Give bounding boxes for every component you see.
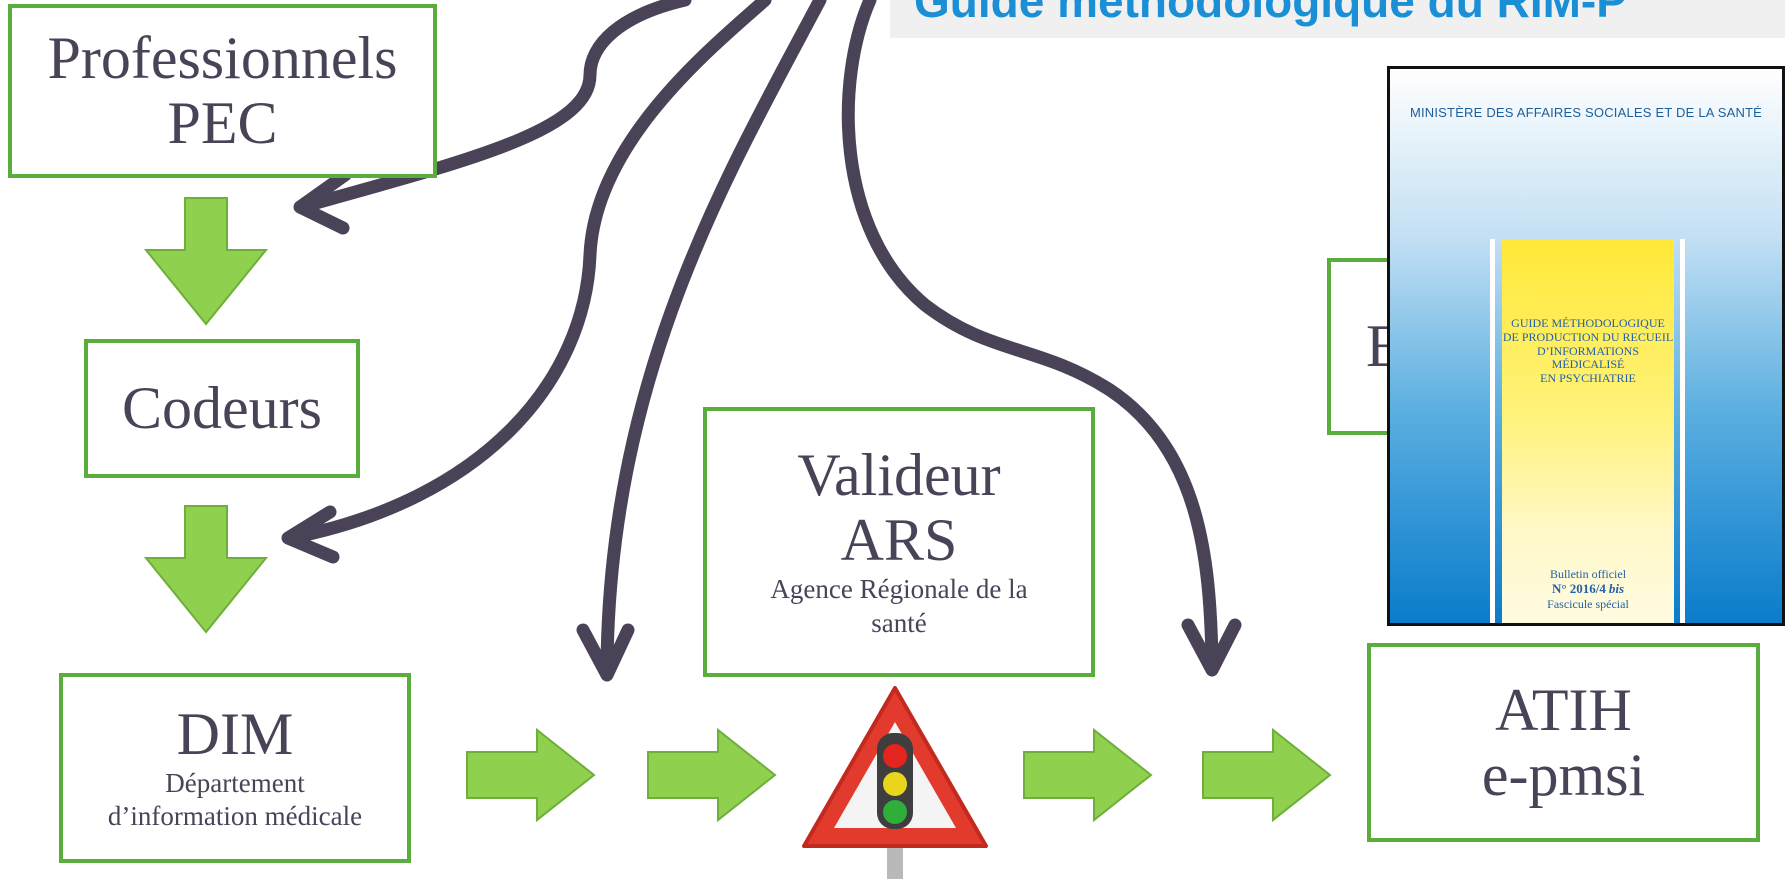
down-arrow-2 <box>143 505 269 634</box>
valideur-box: Valideur ARS Agence Régionale de la sant… <box>703 407 1095 677</box>
cover-bulletin-label: Bulletin officiel <box>1549 566 1627 581</box>
codeurs-box: Codeurs <box>84 339 360 478</box>
cover-left-stripe <box>1490 239 1495 623</box>
atih-line1: ATIH <box>1495 676 1632 743</box>
arrow-head-codeurs <box>281 505 340 564</box>
codeurs-label: Codeurs <box>122 375 322 442</box>
cover-ministry: MINISTÈRE DES AFFAIRES SOCIALES ET DE LA… <box>1409 105 1763 120</box>
valideur-subtitle-line1: Agence Régionale de la <box>770 574 1028 605</box>
cover-number: N° 2016/4 bis <box>1502 581 1674 597</box>
cover-right-stripe <box>1680 239 1685 623</box>
arrow-head-validation <box>576 623 635 682</box>
right-arrow-3 <box>1023 727 1153 823</box>
arrow-to-codeurs <box>283 0 772 545</box>
right-arrow-4 <box>1202 727 1332 823</box>
dim-subtitle-line2: d’information médicale <box>107 801 363 832</box>
right-arrow-1 <box>466 727 596 823</box>
valideur-line1: Valideur <box>797 442 1001 509</box>
arrow-head-atih <box>1181 618 1242 677</box>
right-arrow-2 <box>647 727 777 823</box>
guide-cover-image: MINISTÈRE DES AFFAIRES SOCIALES ET DE LA… <box>1387 66 1785 626</box>
professionnels-box: Professionnels PEC <box>8 4 437 178</box>
valideur-subtitle-line2: santé <box>871 607 927 638</box>
cover-title-line: D’INFORMATIONS MÉDICALISÉ <box>1536 343 1639 372</box>
guide-banner: Guide méthodologique du RIM-P <box>890 0 1785 38</box>
cover-title-line: EN PSYCHIATRIE <box>1540 371 1636 386</box>
cover-number-main: N° 2016/4 <box>1551 581 1606 597</box>
banner-title: Guide méthodologique du RIM-P <box>914 0 1627 27</box>
cover-title: GUIDE MÉTHODOLOGIQUE DE PRODUCTION DU RE… <box>1502 316 1674 386</box>
cover-bulletin: Bulletin officiel N° 2016/4 bis Fascicul… <box>1502 567 1674 611</box>
dim-title: DIM <box>176 700 294 767</box>
dim-subtitle-line1: Département <box>165 767 305 798</box>
dim-box: DIM Département d’information médicale <box>59 673 411 863</box>
cover-panel: GUIDE MÉTHODOLOGIQUE DE PRODUCTION DU RE… <box>1502 239 1674 623</box>
arrow-to-atih <box>841 0 1219 667</box>
atih-box: ATIH e-pmsi <box>1367 643 1760 842</box>
down-arrow-1 <box>143 197 269 326</box>
arrow-head-professionnels <box>293 168 352 235</box>
arrow-to-validation <box>600 0 827 672</box>
cover-title-line: DE PRODUCTION DU RECUEIL <box>1502 329 1674 344</box>
cover-title-line: GUIDE MÉTHODOLOGIQUE <box>1511 316 1665 330</box>
professionnels-line1: Professionnels <box>47 25 398 92</box>
professionnels-line2: PEC <box>167 90 278 156</box>
cover-fascicule: Fascicule spécial <box>1547 596 1629 611</box>
cover-number-suffix: bis <box>1608 581 1625 597</box>
atih-line2: e-pmsi <box>1481 741 1646 808</box>
valideur-line2: ARS <box>840 507 958 574</box>
